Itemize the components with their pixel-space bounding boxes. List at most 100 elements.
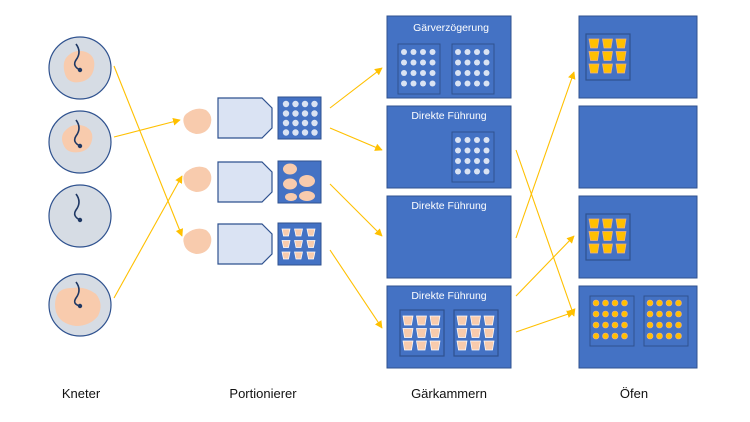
dough-cup bbox=[306, 251, 316, 260]
dough-hook bbox=[73, 281, 81, 307]
dough-cup bbox=[483, 340, 495, 351]
dough-roll bbox=[311, 100, 318, 108]
baked-roll bbox=[621, 310, 628, 318]
baked-roll bbox=[602, 299, 609, 307]
divider-1 bbox=[183, 96, 322, 140]
dough-cup bbox=[456, 340, 468, 351]
chamber-title-direct: Direkte Führung bbox=[411, 200, 487, 212]
baked-cup bbox=[602, 63, 613, 74]
baked-roll bbox=[675, 321, 682, 329]
baked-roll bbox=[665, 332, 673, 340]
dough-roll bbox=[483, 168, 490, 175]
dough-roll bbox=[420, 59, 426, 66]
dough-cup bbox=[470, 315, 481, 326]
dough-roll bbox=[311, 119, 318, 127]
baked-roll bbox=[646, 310, 654, 318]
baked-cup bbox=[615, 63, 627, 74]
flow-arrow bbox=[113, 118, 181, 138]
dough-cup bbox=[429, 315, 441, 326]
baked-roll bbox=[656, 332, 663, 340]
flow-arrow bbox=[515, 235, 575, 297]
dough-roll bbox=[474, 147, 480, 154]
dough-roll bbox=[483, 49, 490, 55]
dough-cup bbox=[483, 315, 495, 326]
dough-cup bbox=[456, 328, 468, 338]
dough-roll bbox=[483, 147, 490, 154]
baked-roll bbox=[611, 332, 619, 340]
column-label-portionierer: Portionierer bbox=[229, 386, 297, 401]
mixer-4 bbox=[48, 273, 112, 337]
dough-roll bbox=[292, 110, 299, 117]
dough-cup bbox=[483, 328, 495, 338]
dough-roll bbox=[410, 59, 417, 66]
flow-arrows bbox=[113, 65, 576, 333]
dough-cup bbox=[416, 340, 427, 351]
dough-roll bbox=[429, 59, 436, 66]
dough-roll bbox=[474, 80, 480, 87]
dough-cup bbox=[402, 328, 414, 338]
baked-roll bbox=[592, 310, 600, 318]
dough-blob bbox=[63, 50, 95, 83]
baked-roll bbox=[611, 321, 619, 329]
baked-cup bbox=[615, 231, 627, 241]
baked-cup bbox=[615, 243, 627, 254]
dough-roll bbox=[401, 59, 407, 66]
baked-roll bbox=[665, 299, 673, 307]
dough-roll bbox=[311, 110, 318, 117]
dough-roll bbox=[474, 137, 480, 143]
dough-roll bbox=[483, 59, 490, 66]
dough-roll bbox=[474, 59, 480, 66]
baked-cup bbox=[615, 38, 627, 49]
baked-roll bbox=[611, 310, 619, 318]
dough-cup bbox=[281, 228, 291, 237]
baked-cup bbox=[588, 231, 600, 241]
baked-cup bbox=[615, 51, 627, 61]
dough-hook bbox=[73, 119, 81, 147]
dough-roll bbox=[301, 119, 309, 127]
baked-roll bbox=[675, 310, 682, 318]
dough-roll bbox=[311, 129, 318, 136]
dough-roll bbox=[464, 80, 471, 87]
dough-roll bbox=[429, 70, 436, 76]
baked-cup bbox=[602, 243, 613, 254]
dough-portion bbox=[183, 166, 212, 192]
dough-cup bbox=[294, 228, 303, 237]
baked-roll bbox=[675, 299, 682, 307]
dough-roll bbox=[483, 80, 490, 87]
baked-roll bbox=[646, 321, 654, 329]
dough-roll bbox=[455, 80, 461, 87]
divider-hopper bbox=[217, 161, 273, 203]
baked-roll bbox=[592, 332, 600, 340]
baked-roll bbox=[602, 310, 609, 318]
dough-roll bbox=[292, 119, 299, 127]
dough-roll bbox=[455, 70, 461, 76]
dough-cup bbox=[294, 251, 303, 260]
flow-arrow bbox=[329, 249, 383, 329]
dough-roll bbox=[282, 100, 290, 108]
mixer-2 bbox=[48, 110, 112, 174]
dough-roll bbox=[282, 129, 290, 136]
flow-arrow bbox=[515, 149, 576, 317]
baked-cup bbox=[615, 218, 627, 229]
dough-roll bbox=[410, 80, 417, 87]
dough-cup bbox=[306, 240, 316, 248]
dough-roll bbox=[292, 129, 299, 136]
dough-roll bbox=[464, 147, 471, 154]
baked-roll bbox=[621, 332, 628, 340]
dough-cup bbox=[470, 340, 481, 351]
baked-roll bbox=[621, 299, 628, 307]
dough-roll bbox=[474, 70, 480, 76]
dough-portion bbox=[183, 228, 212, 254]
flow-arrow bbox=[329, 67, 383, 109]
baked-cup bbox=[588, 38, 600, 49]
dough-roll bbox=[455, 49, 461, 55]
dough-roll bbox=[464, 49, 471, 55]
baked-roll bbox=[665, 310, 673, 318]
dough-roll bbox=[464, 70, 471, 76]
dough-cup bbox=[306, 228, 316, 237]
baked-roll bbox=[602, 321, 609, 329]
dough-cup bbox=[402, 315, 414, 326]
baked-cup bbox=[588, 63, 600, 74]
dough-roll bbox=[301, 100, 309, 108]
column-label-gaerkammern: Gärkammern bbox=[411, 386, 487, 401]
